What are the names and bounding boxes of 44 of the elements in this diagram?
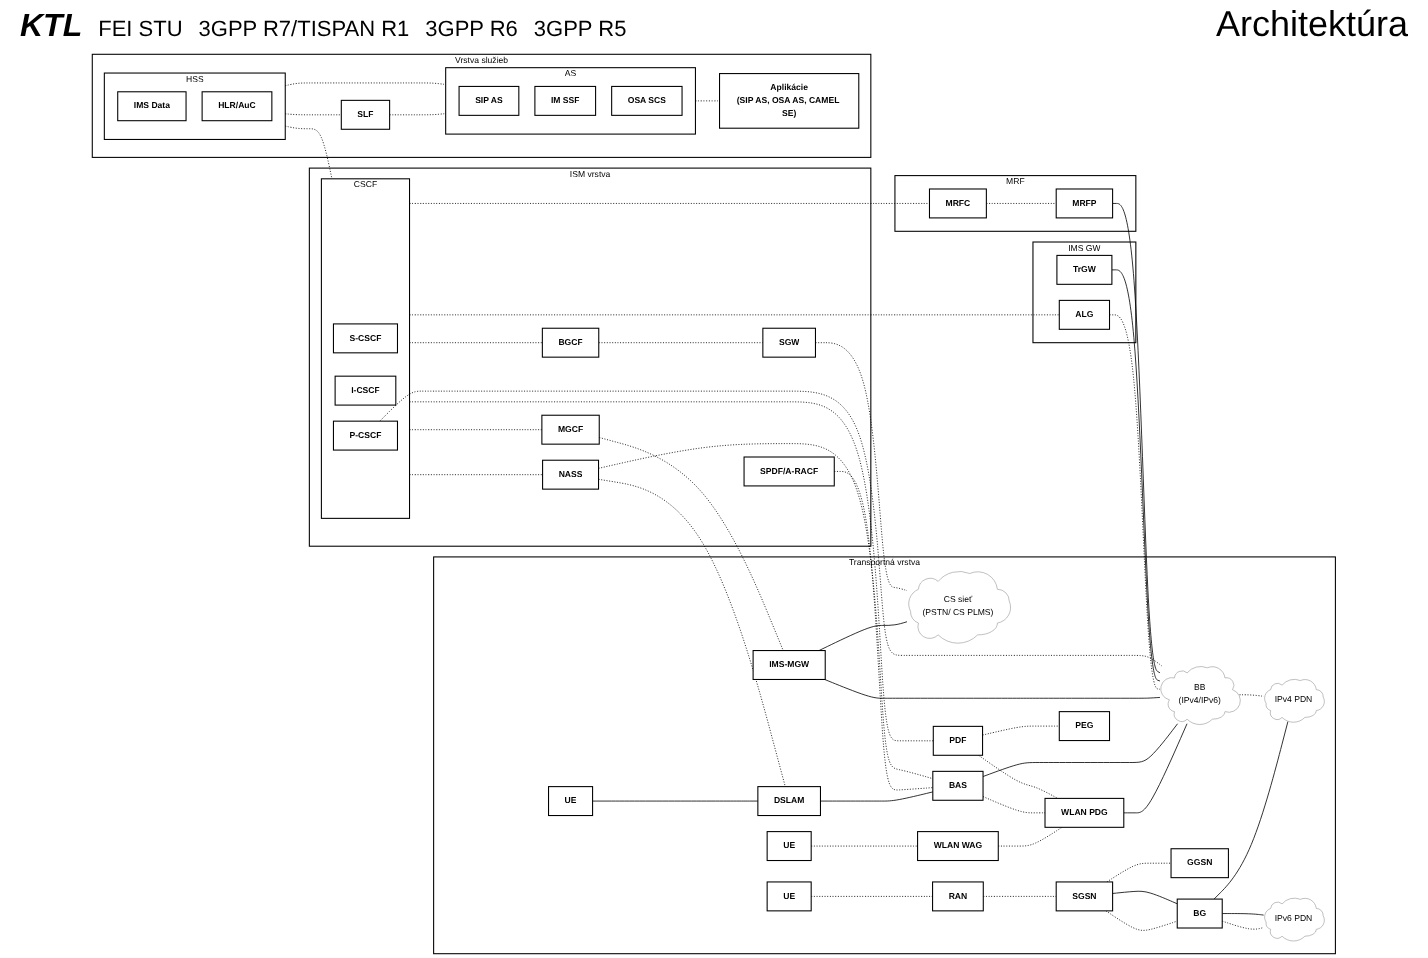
connector	[598, 342, 764, 344]
connector	[998, 826, 1063, 847]
connector	[986, 203, 1057, 204]
connector	[409, 474, 544, 476]
connector	[599, 437, 784, 651]
connector	[695, 100, 721, 102]
connector	[409, 401, 934, 742]
connector	[818, 621, 908, 651]
connector	[379, 390, 1163, 667]
connector	[1109, 314, 1161, 690]
connector	[815, 342, 908, 591]
connector	[982, 725, 1060, 736]
connector	[1222, 913, 1265, 916]
connector	[1112, 890, 1178, 905]
header-text: KTL	[20, 10, 83, 46]
connector	[1222, 920, 1265, 930]
connector	[1105, 910, 1178, 931]
release-label: 3GPP R7/TISPAN R1	[198, 18, 410, 42]
connector	[982, 723, 1179, 777]
header-text: FEI STU	[98, 18, 183, 42]
connector	[598, 443, 934, 780]
connector	[598, 478, 786, 787]
connector	[285, 113, 342, 116]
connector	[1213, 721, 1289, 900]
connector	[409, 342, 543, 344]
connector	[409, 314, 1060, 316]
connector	[1106, 862, 1172, 883]
connector	[592, 800, 759, 802]
connector	[409, 429, 543, 431]
release-label: 3GPP R5	[533, 18, 627, 42]
connector	[810, 896, 934, 897]
release-label: 3GPP R6	[425, 18, 518, 42]
connector	[1111, 269, 1161, 682]
connector	[824, 679, 1161, 699]
connector	[285, 125, 333, 180]
connector	[389, 113, 447, 116]
connector	[820, 791, 934, 802]
connector	[1112, 203, 1161, 674]
connector	[982, 796, 1046, 814]
connector	[1123, 723, 1188, 814]
connector	[834, 471, 934, 791]
connector	[810, 845, 919, 847]
connector	[983, 896, 1057, 897]
diagram-title: Architektúra	[1215, 4, 1408, 46]
